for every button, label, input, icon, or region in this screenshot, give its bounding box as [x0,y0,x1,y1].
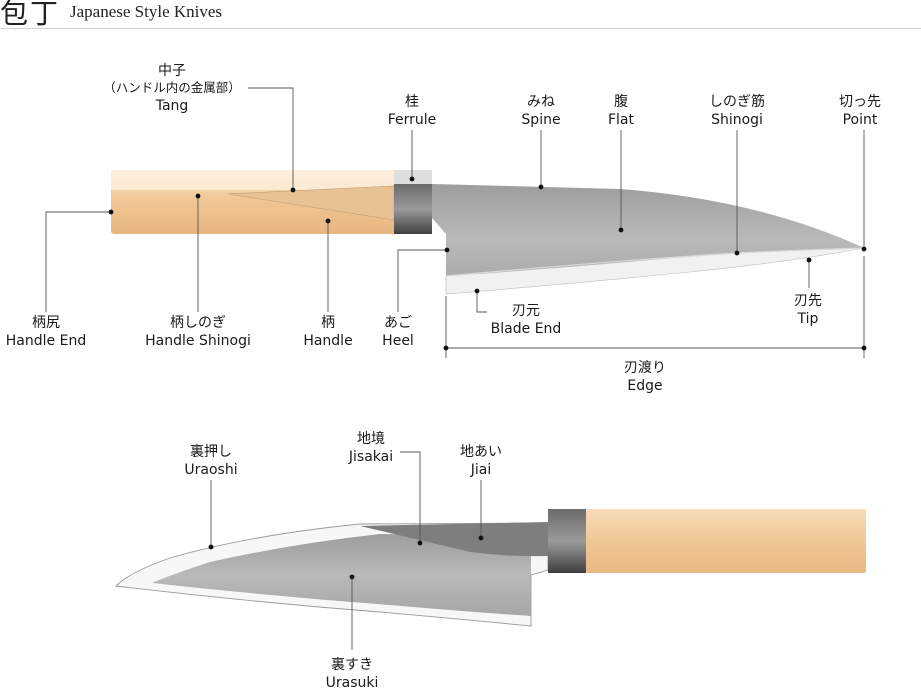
label-tip-jp: 刃先 [794,293,822,309]
label-urasuki-en: Urasuki [326,675,379,691]
header-kanji-title: 包丁 [0,0,61,30]
ura-blade-back [360,522,548,557]
blade-body [432,184,864,292]
bottom-callouts: 裏押し Uraoshi 地境 Jisakai 地あい Jiai 裏すき Uras… [184,431,502,691]
label-heel-en: Heel [382,333,414,349]
label-jiai-en: Jiai [470,462,492,478]
shinogi-line [445,247,865,277]
callout-point-dot [478,535,484,541]
callout-leader-line [476,291,487,313]
label-handle-en: Handle [303,333,352,349]
callout-point-dot [417,540,423,546]
callout-point-dot [806,257,812,263]
callout-leader-line [45,211,111,312]
label-handle-shinogi-jp: 柄しのぎ [170,315,226,331]
label-uraoshi-jp: 裏押し [190,443,232,460]
callout-point-dot [861,246,867,252]
label-edge-en: Edge [627,378,662,394]
label-point-en: Point [843,112,878,128]
label-heel-jp: あご [384,315,412,331]
callout-point-dot [618,227,624,233]
callout-point-dot [474,288,480,294]
callout-point-dot [444,247,450,253]
bottom-knife [115,509,866,627]
label-flat-en: Flat [608,112,635,128]
callout-point-dot [538,184,544,190]
callout-point-dot [325,218,331,224]
label-tang-note: （ハンドル内の金属部） [103,80,241,95]
header-english-title: Japanese Style Knives [70,2,223,21]
label-handle-end-en: Handle End [6,333,86,349]
top-knife [111,170,865,295]
callout-leader-line [397,249,447,312]
callout-leader-line [400,451,421,543]
label-flat-jp: 腹 [614,93,628,110]
label-jiai-jp: 地あい [460,444,502,460]
callout-point-dot [443,345,449,351]
label-jisakai-jp: 地境 [357,431,385,447]
callout-point-dot [208,544,214,550]
label-shinogi-en: Shinogi [711,112,763,128]
label-tang-en: Tang [155,98,189,114]
top-callouts: 中子 （ハンドル内の金属部） Tang 桂 Ferrule みね Spine 腹… [6,63,881,394]
label-ferrule-en: Ferrule [388,112,437,128]
callout-point-dot [108,209,114,215]
label-spine-jp: みね [527,94,555,110]
label-urasuki-jp: 裏すき [331,656,373,673]
label-handle-shinogi-en: Handle Shinogi [145,333,251,349]
label-jisakai-en: Jisakai [348,449,393,465]
ura-ferrule [548,509,586,573]
handle-highlight [111,170,397,190]
label-handle-jp: 柄 [321,315,335,331]
callout-point-dot [409,176,415,182]
label-handle-end-jp: 柄尻 [32,315,60,331]
ura-handle-wood [586,509,866,573]
label-tip-en: Tip [797,311,819,327]
label-point-jp: 切っ先 [839,94,881,110]
label-edge-jp: 刃渡り [624,360,666,376]
callout-point-dot [734,250,740,256]
label-spine-en: Spine [521,112,560,128]
callout-point-dot [195,193,201,199]
ferrule-body [394,184,432,234]
callout-leader-line [248,87,294,190]
label-tang-jp: 中子 [158,63,186,79]
callout-point-dot [861,345,867,351]
callout-point-dot [290,187,296,193]
label-blade-end-jp: 刃元 [512,303,540,319]
page-header: 包丁 Japanese Style Knives [0,0,921,30]
label-uraoshi-en: Uraoshi [184,462,237,478]
label-ferrule-jp: 桂 [405,94,419,110]
label-shinogi-jp: しのぎ筋 [709,93,765,110]
ura-blade-hollow [152,534,531,616]
label-blade-end-en: Blade End [491,321,562,337]
